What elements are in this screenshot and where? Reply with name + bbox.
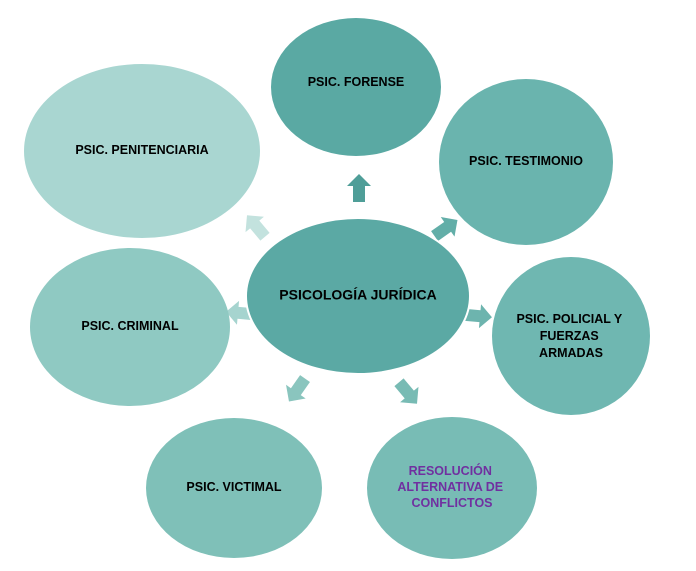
node-testimonio-label: PSIC. TESTIMONIO — [469, 154, 583, 168]
node-criminal-line-1: PSIC. CRIMINAL — [81, 319, 179, 333]
node-testimonio: PSIC. TESTIMONIO — [439, 79, 613, 245]
node-policial-line-2: FUERZAS — [540, 329, 599, 343]
node-resolucion-label: RESOLUCIÓN ALTERNATIVA DE CONFLICTOS — [397, 463, 506, 510]
arrow-victimal — [286, 375, 310, 402]
node-forense-label: PSIC. FORENSE — [308, 75, 405, 89]
center-node: PSICOLOGÍA JURÍDICA — [245, 217, 471, 375]
node-criminal-shape — [30, 248, 230, 406]
arrow-testimonio — [431, 217, 458, 241]
node-criminal-label: PSIC. CRIMINAL — [81, 319, 179, 333]
node-resolucion: RESOLUCIÓN ALTERNATIVA DE CONFLICTOS — [367, 417, 537, 559]
node-testimonio-shape — [439, 79, 613, 245]
node-victimal-line-1: PSIC. VICTIMAL — [186, 480, 282, 494]
node-resolucion-line-2: ALTERNATIVA DE — [397, 480, 503, 494]
node-resolucion-line-3: CONFLICTOS — [411, 496, 492, 510]
arrow-resolucion — [394, 378, 419, 404]
node-policial-label: PSIC. POLICIAL Y FUERZAS ARMADAS — [516, 312, 625, 360]
center-node-shape — [245, 217, 471, 375]
nodes-layer: PSIC. FORENSE PSIC. TESTIMONIO PSIC. POL… — [24, 18, 650, 559]
node-resolucion-shape — [367, 417, 537, 559]
node-victimal: PSIC. VICTIMAL — [146, 418, 322, 558]
node-victimal-label: PSIC. VICTIMAL — [186, 480, 282, 494]
arrow-penitenciaria — [245, 215, 270, 241]
node-policial-line-1: PSIC. POLICIAL Y — [516, 312, 622, 326]
node-policial-shape — [492, 257, 650, 415]
arrow-criminal — [226, 300, 255, 325]
arrows-layer — [226, 174, 492, 404]
node-penitenciaria: PSIC. PENITENCIARIA — [24, 64, 260, 238]
node-victimal-shape — [146, 418, 322, 558]
node-policial: PSIC. POLICIAL Y FUERZAS ARMADAS — [492, 257, 650, 415]
node-forense-shape — [271, 18, 441, 156]
node-criminal: PSIC. CRIMINAL — [30, 248, 230, 406]
node-forense: PSIC. FORENSE — [271, 18, 441, 156]
node-resolucion-line-1: RESOLUCIÓN — [409, 463, 492, 478]
center-node-label: PSICOLOGÍA JURÍDICA — [279, 287, 436, 303]
node-penitenciaria-line-1: PSIC. PENITENCIARIA — [75, 143, 208, 157]
node-policial-line-3: ARMADAS — [539, 346, 603, 360]
node-penitenciaria-label: PSIC. PENITENCIARIA — [75, 143, 208, 157]
node-testimonio-line-1: PSIC. TESTIMONIO — [469, 154, 583, 168]
arrow-policial — [463, 304, 492, 329]
arrow-forense — [347, 174, 371, 202]
node-forense-line-1: PSIC. FORENSE — [308, 75, 405, 89]
node-penitenciaria-shape — [24, 64, 260, 238]
